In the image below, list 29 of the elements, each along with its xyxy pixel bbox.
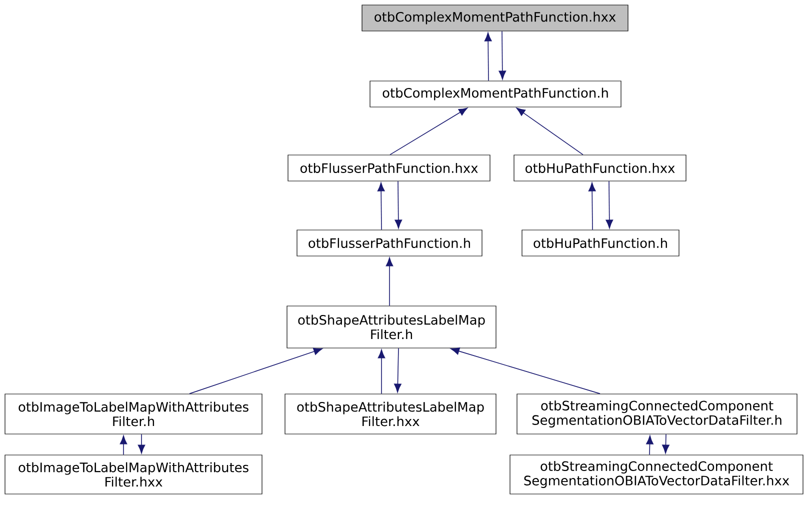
arrow [138, 434, 146, 454]
file-box: otbHuPathFunction.h [522, 230, 680, 256]
arrow [646, 435, 654, 456]
file-box: otbFlusserPathFunction.h [296, 230, 482, 256]
arrow [386, 257, 394, 306]
arrow [189, 348, 322, 394]
arrow [516, 108, 584, 156]
file-box: otbStreamingConnectedComponent SegmentationOBIAToVectorDataFilter.h [516, 394, 798, 434]
file-box: otbComplexMomentPathFunction.h [370, 80, 622, 108]
file-box: otbFlusserPathFunction.hxx [288, 154, 490, 182]
arrow [378, 349, 386, 394]
file-box: otbImageToLabelMapWithAttributes Filter.hxx [4, 454, 262, 494]
arrow [662, 434, 670, 454]
arrow [394, 348, 402, 393]
arrow [498, 30, 506, 80]
file-box: otbShapeAttributesLabelMap Filter.hxx [284, 394, 496, 434]
file-box: otbImageToLabelMapWithAttributes Filter.h [4, 394, 262, 434]
arrow [120, 435, 128, 456]
file-box: otbComplexMomentPathFunction.hxx [362, 4, 628, 32]
arrow [588, 182, 596, 230]
arrow [450, 348, 600, 394]
arrow [390, 108, 468, 156]
arrow [394, 180, 402, 229]
arrow [606, 180, 614, 229]
arrow [484, 32, 492, 82]
file-box: otbShapeAttributesLabelMap Filter.h [286, 306, 496, 348]
arrow [377, 182, 385, 230]
file-box: otbStreamingConnectedComponent SegmentationOBIAToVectorDataFilter.hxx [510, 454, 804, 494]
file-box: otbHuPathFunction.hxx [514, 154, 686, 182]
